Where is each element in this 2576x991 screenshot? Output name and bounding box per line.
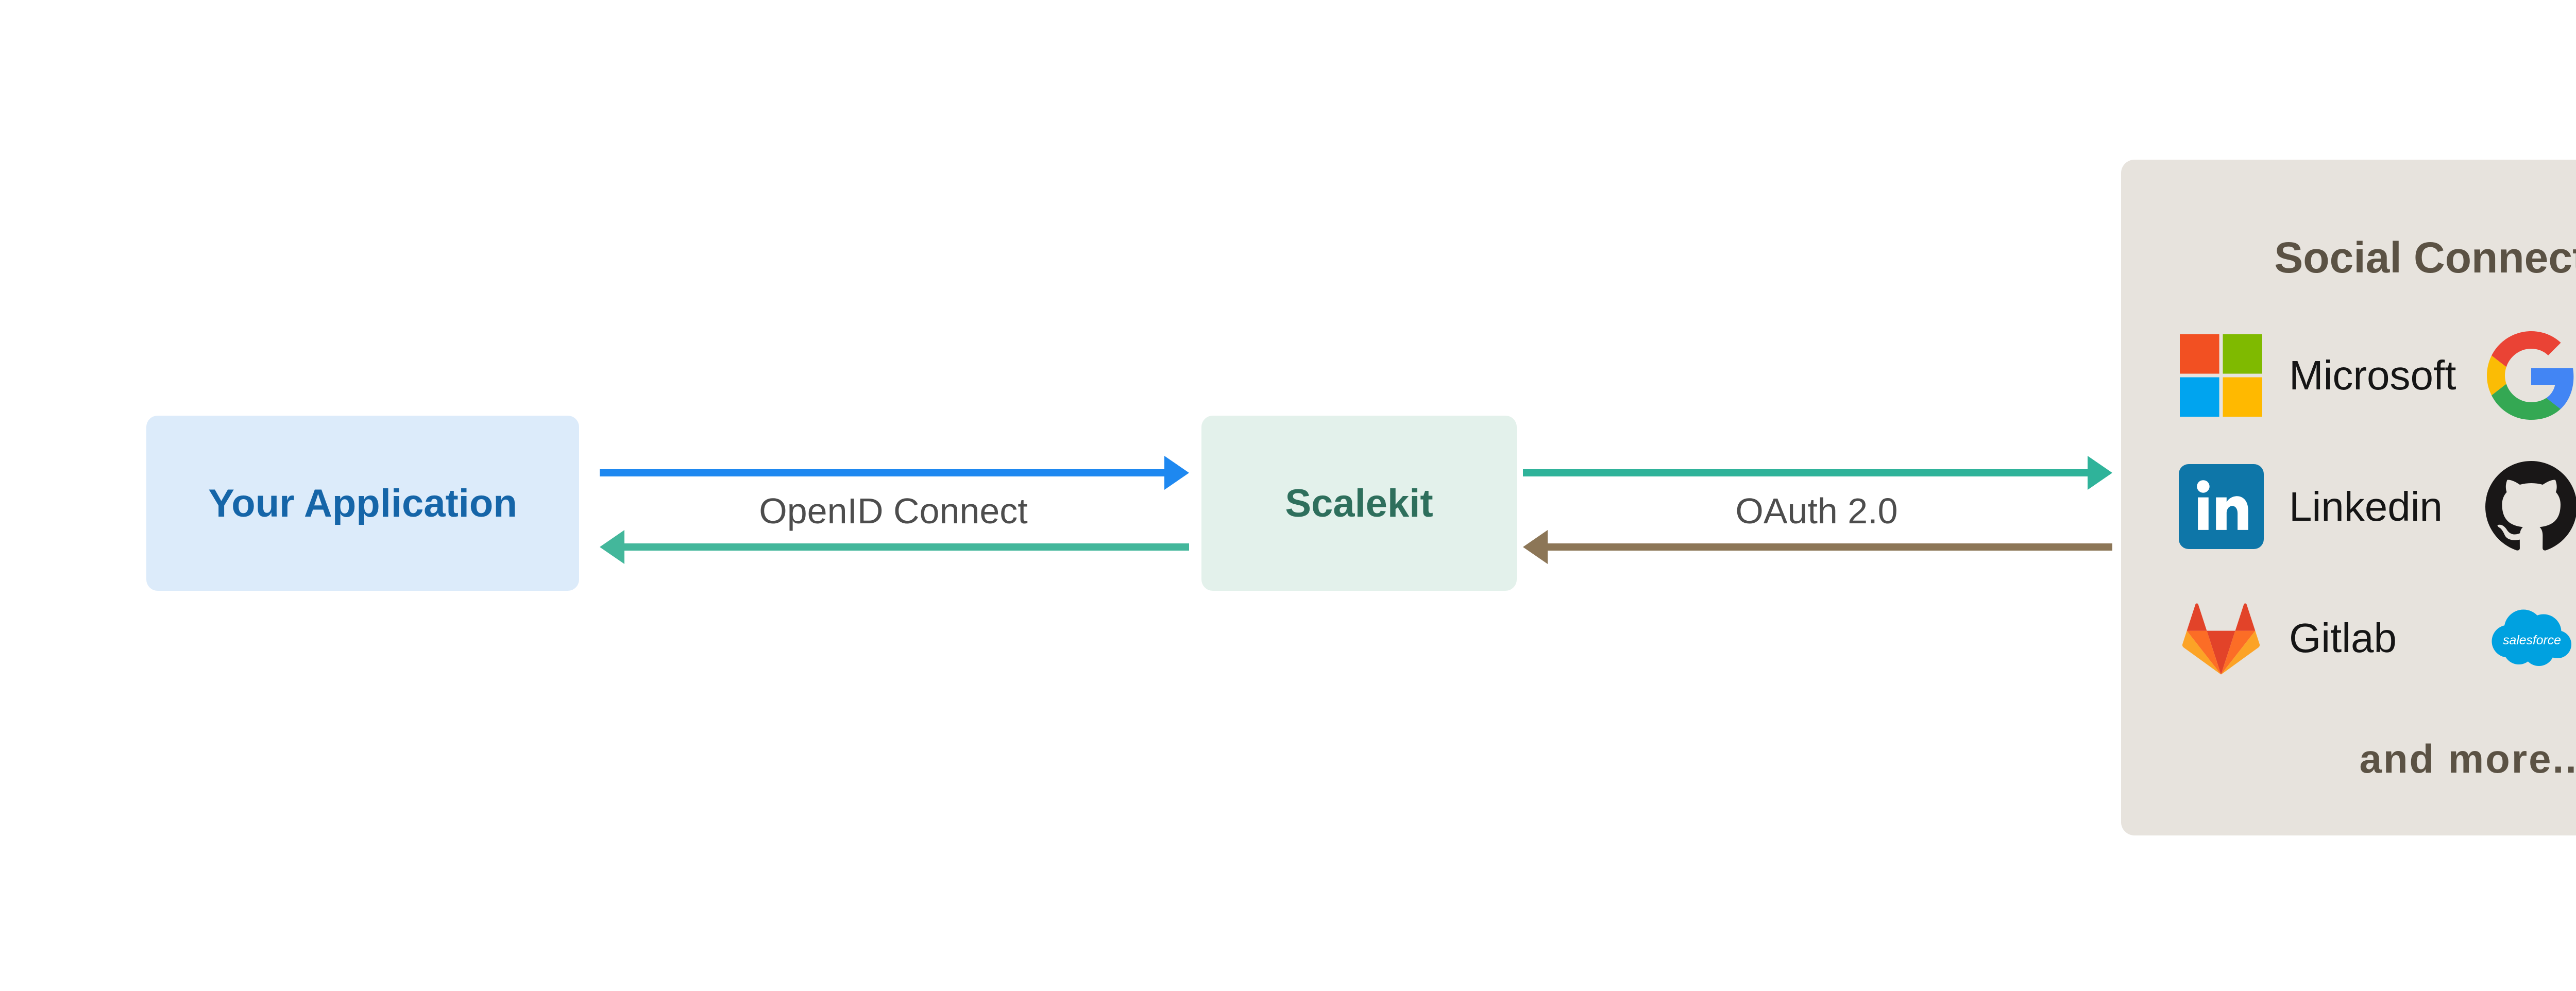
your-application-label: Your Application — [208, 481, 517, 525]
provider-item-linkedin: Linkedin — [2175, 462, 2485, 552]
provider-label: Gitlab — [2289, 614, 2397, 661]
microsoft-logo-icon — [2175, 330, 2267, 420]
github-logo-icon — [2485, 460, 2576, 552]
provider-grid: Microsoft Google — [2175, 330, 2576, 683]
salesforce-wordmark: salesforce — [2503, 634, 2561, 647]
provider-item-github: Github — [2485, 460, 2576, 552]
scalekit-label: Scalekit — [1285, 481, 1433, 525]
social-connections-panel: Social Connections Microsoft — [2121, 160, 2576, 835]
provider-label: Microsoft — [2289, 352, 2456, 398]
and-more-label: and more... — [2359, 736, 2576, 781]
connection-label-oauth: OAuth 2.0 — [1735, 491, 1898, 531]
arrow-scalekit-to-social — [1523, 469, 2089, 476]
provider-item-microsoft: Microsoft — [2175, 330, 2485, 420]
salesforce-logo-icon: salesforce — [2485, 593, 2576, 683]
provider-item-gitlab: Gitlab — [2175, 593, 2485, 683]
provider-item-salesforce: salesforce Salesforce — [2485, 593, 2576, 683]
gitlab-logo-icon — [2175, 593, 2267, 683]
linkedin-logo-icon — [2175, 462, 2267, 552]
panel-title: Social Connections — [2274, 233, 2576, 282]
connection-label-openid-connect: OpenID Connect — [759, 491, 1028, 531]
arrow-app-to-scalekit — [600, 469, 1165, 476]
provider-label: Linkedin — [2289, 483, 2443, 529]
provider-item-google: Google — [2485, 330, 2576, 420]
node-your-application: Your Application — [146, 416, 579, 591]
arrow-social-to-scalekit — [1547, 543, 2112, 551]
google-logo-icon — [2485, 330, 2576, 420]
arrow-scalekit-to-app — [623, 543, 1189, 551]
node-scalekit: Scalekit — [1201, 416, 1517, 591]
